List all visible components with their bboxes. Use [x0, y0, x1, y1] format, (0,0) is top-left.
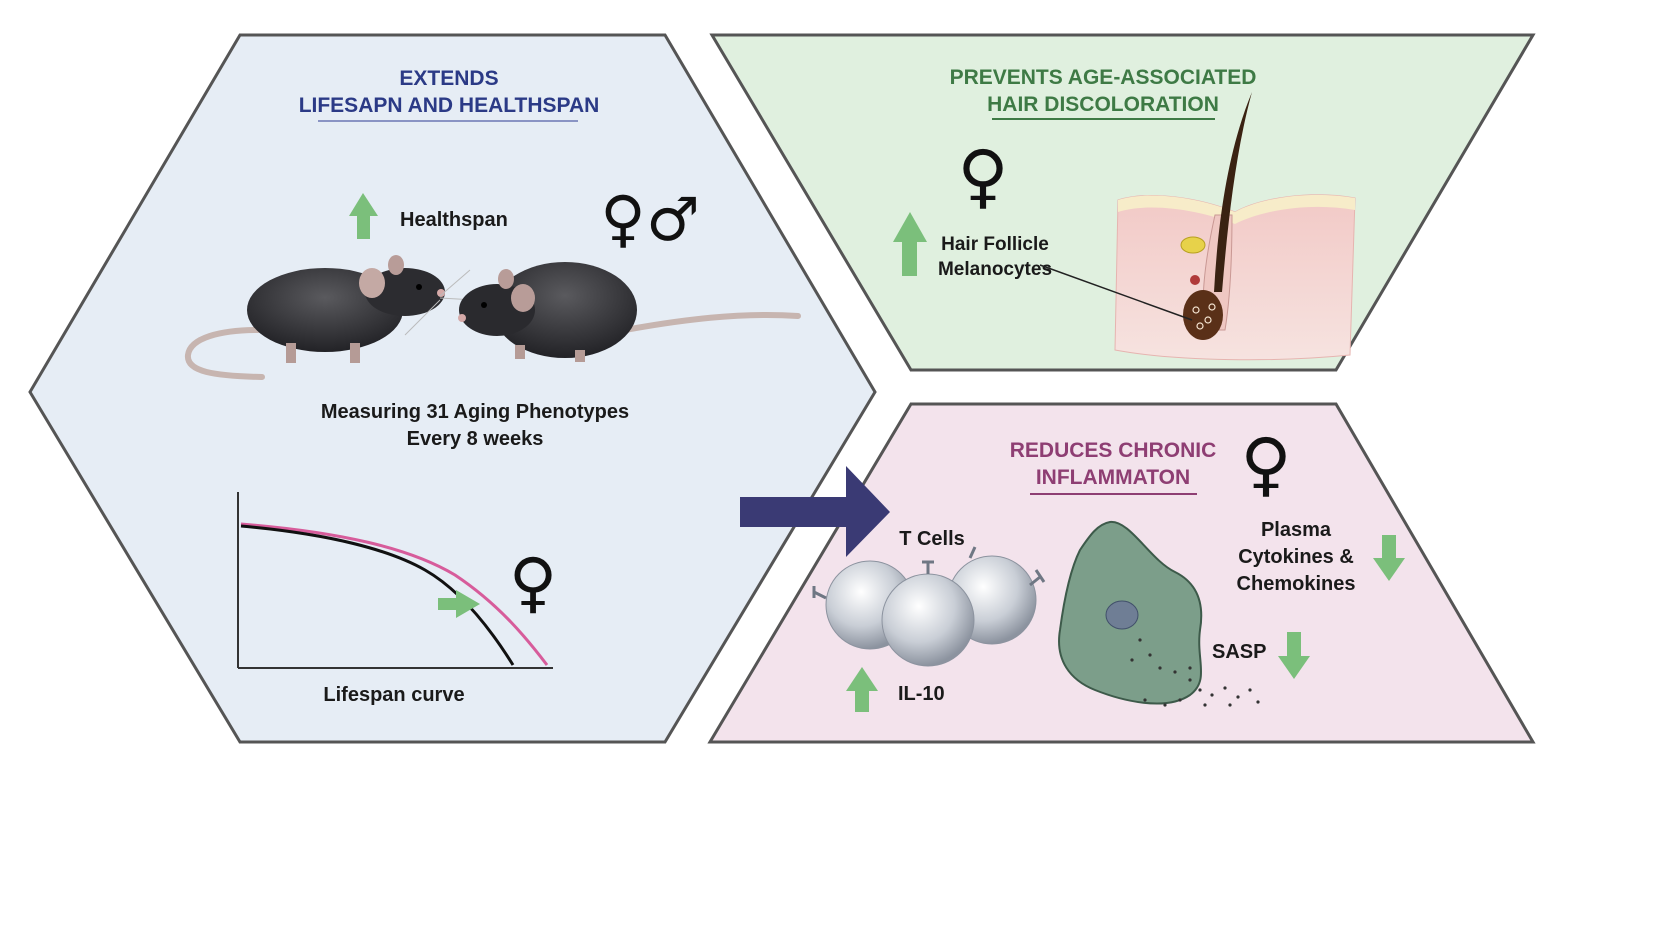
melanocytes-up-arrow-icon — [893, 212, 927, 276]
hair-follicle-illustration — [1039, 92, 1356, 361]
mouse-illustration-left — [185, 255, 476, 380]
measuring-phenotypes-line2: Every 8 weeks — [407, 428, 544, 450]
lifespan-curve-treated — [240, 522, 549, 666]
hair-follicle-label-line1: Hair Follicle — [941, 234, 1049, 255]
center-navy-arrow-icon — [740, 466, 890, 557]
cytokines-down-arrow-icon — [1373, 535, 1405, 581]
female-symbol-icon: ♀ — [600, 182, 645, 255]
lifespan-curve-control — [240, 524, 515, 666]
chronic-inflammation-panel: REDUCES CHRONIC INFLAMMATON ♀ T Cells IL… — [707, 402, 1536, 744]
lifespan-curve-plot: ♀ — [237, 492, 557, 669]
plasma-label-line2: Cytokines & — [1238, 546, 1354, 568]
top-right-title-line1: PREVENTS AGE-ASSOCIATED — [950, 66, 1257, 89]
male-symbol-icon: ♂ — [646, 185, 700, 255]
healthspan-up-arrow-icon — [349, 193, 378, 239]
t-cells-illustration — [812, 546, 1046, 667]
sasp-down-arrow-icon — [1278, 632, 1310, 679]
plasma-label-line3: Chemokines — [1237, 573, 1356, 595]
senescent-cell-illustration — [1058, 520, 1260, 707]
melanocyte-pointer-line — [1039, 264, 1193, 321]
left-panel-title-line2: LIFESAPN AND HEALTHSPAN — [299, 94, 600, 117]
lifespan-female-symbol-icon: ♀ — [509, 544, 557, 621]
lifespan-curve-caption: Lifespan curve — [323, 684, 464, 706]
measuring-phenotypes-line1: Measuring 31 Aging Phenotypes — [321, 401, 629, 423]
sasp-label: SASP — [1212, 641, 1266, 663]
lifespan-healthspan-panel: EXTENDS LIFESAPN AND HEALTHSPAN Healthsp… — [28, 33, 877, 744]
top-right-title-line2: HAIR DISCOLORATION — [987, 93, 1219, 116]
healthspan-label: Healthspan — [400, 209, 508, 231]
left-hexagon-background — [28, 33, 877, 744]
bottom-right-title-line1: REDUCES CHRONIC — [1010, 439, 1217, 462]
inflammation-female-symbol-icon: ♀ — [1240, 423, 1291, 505]
plasma-label-line1: Plasma — [1261, 519, 1332, 541]
hair-discoloration-panel: PREVENTS AGE-ASSOCIATED HAIR DISCOLORATI… — [709, 33, 1536, 372]
il10-label: IL-10 — [898, 683, 945, 705]
hair-female-symbol-icon: ♀ — [957, 135, 1008, 217]
mouse-illustration-right — [458, 262, 801, 362]
hair-follicle-label-line2: Melanocytes — [938, 259, 1052, 280]
lifespan-shift-arrow-icon — [438, 590, 480, 618]
bottom-right-title-line2: INFLAMMATON — [1036, 466, 1190, 489]
t-cells-label: T Cells — [899, 528, 965, 550]
left-panel-title-line1: EXTENDS — [399, 67, 498, 90]
il10-up-arrow-icon — [846, 667, 878, 712]
